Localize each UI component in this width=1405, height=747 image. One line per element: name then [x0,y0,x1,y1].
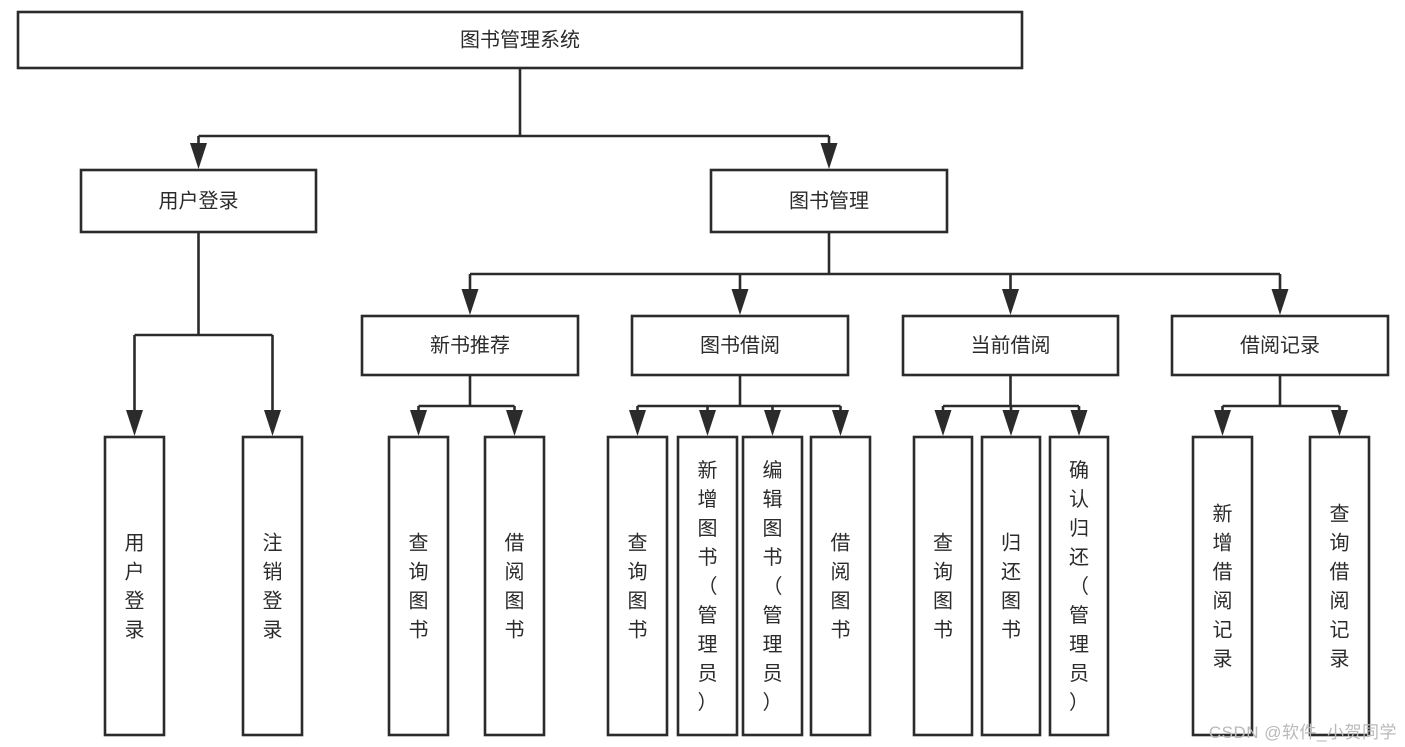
arrowhead-icon [264,410,281,436]
node-label: 查询图书 [409,532,429,642]
node-l3-current-borrow[interactable]: 当前借阅 [901,314,1120,377]
node-box [103,435,166,737]
node-label: 用户登录 [159,189,239,212]
node-label: 借阅图书 [505,532,525,642]
arrowhead-icon [190,143,207,169]
node-label: 用户登录 [125,533,145,642]
node-l2-book-mgmt[interactable]: 图书管理 [709,168,949,234]
arrowhead-icon [1070,410,1088,436]
arrowhead-icon [832,410,849,436]
node-label: 新增借阅记录 [1213,503,1233,671]
node-box [980,435,1042,737]
node-l3-new-book-rec[interactable]: 新书推荐 [360,314,580,377]
arrowhead-icon [934,410,952,436]
node-label: 新增图书（管理员） [698,459,718,714]
node-box [16,10,1024,70]
node-leaf-bb-add[interactable]: 新增图书（管理员） [676,435,739,737]
node-box [676,435,739,737]
node-leaf-bb-edit[interactable]: 编辑图书（管理员） [741,435,804,737]
node-leaf-logout[interactable]: 注销登录 [241,435,304,737]
node-leaf-nbr-query[interactable]: 查询图书 [387,435,450,737]
node-box [1170,314,1390,377]
arrowhead-icon [1214,410,1231,436]
arrowhead-icon [1002,289,1019,315]
node-box [387,435,450,737]
arrowhead-icon [699,410,716,436]
node-box [1048,435,1110,737]
node-label: 归还图书 [1001,532,1021,642]
node-label: 借阅图书 [831,532,851,642]
arrowhead-icon [731,289,749,315]
node-box [630,314,850,377]
node-label: 查询图书 [933,532,953,642]
arrowhead-icon [820,143,838,169]
arrowhead-icon [764,410,781,436]
node-leaf-cb-confirm[interactable]: 确认归还（管理员） [1048,435,1110,737]
node-leaf-nbr-borrow[interactable]: 借阅图书 [483,435,546,737]
node-box [912,435,974,737]
node-label: 注销登录 [263,532,283,642]
node-box [79,168,318,234]
node-label: 图书借阅 [700,334,780,357]
node-box [1191,435,1254,737]
node-l3-book-borrow[interactable]: 图书借阅 [630,314,850,377]
node-layer: 图书管理系统用户登录图书管理新书推荐图书借阅当前借阅借阅记录用户登录注销登录查询… [16,10,1390,737]
node-label: 借阅记录 [1240,334,1320,357]
arrowhead-icon [461,289,479,315]
node-leaf-br-add[interactable]: 新增借阅记录 [1191,435,1254,737]
node-label: 编辑图书（管理员） [763,459,783,714]
node-box [483,435,546,737]
node-label: 图书管理 [789,189,869,212]
arrowhead-icon [506,410,523,436]
node-box [360,314,580,377]
node-l2-user-login[interactable]: 用户登录 [79,168,318,234]
node-box [1308,435,1371,737]
watermark-text: CSDN @软件_小贺同学 [1208,723,1397,742]
arrowhead-icon [126,410,143,436]
arrowhead-icon [1271,289,1289,315]
node-box [809,435,872,737]
node-label: 当前借阅 [971,334,1051,357]
node-leaf-user-login[interactable]: 用户登录 [103,435,166,737]
node-box [241,435,304,737]
node-leaf-bb-query[interactable]: 查询图书 [606,435,669,737]
arrowhead-icon [1331,410,1348,436]
node-box [709,168,949,234]
node-leaf-cb-return[interactable]: 归还图书 [980,435,1042,737]
node-leaf-bb-borrow[interactable]: 借阅图书 [809,435,872,737]
node-leaf-br-query[interactable]: 查询借阅记录 [1308,435,1371,737]
node-leaf-cb-query[interactable]: 查询图书 [912,435,974,737]
node-box [606,435,669,737]
node-label: 确认归还（管理员） [1069,459,1089,714]
node-label: 新书推荐 [430,334,510,357]
node-l3-borrow-record[interactable]: 借阅记录 [1170,314,1390,377]
connector-layer [126,68,1348,436]
arrowhead-icon [629,410,646,436]
node-label: 图书管理系统 [460,28,580,51]
node-label: 查询图书 [628,532,648,642]
node-box [741,435,804,737]
node-box [901,314,1120,377]
arrowhead-icon [1002,410,1020,436]
node-label: 查询借阅记录 [1330,503,1350,671]
arrowhead-icon [410,410,427,436]
node-root[interactable]: 图书管理系统 [16,10,1024,70]
